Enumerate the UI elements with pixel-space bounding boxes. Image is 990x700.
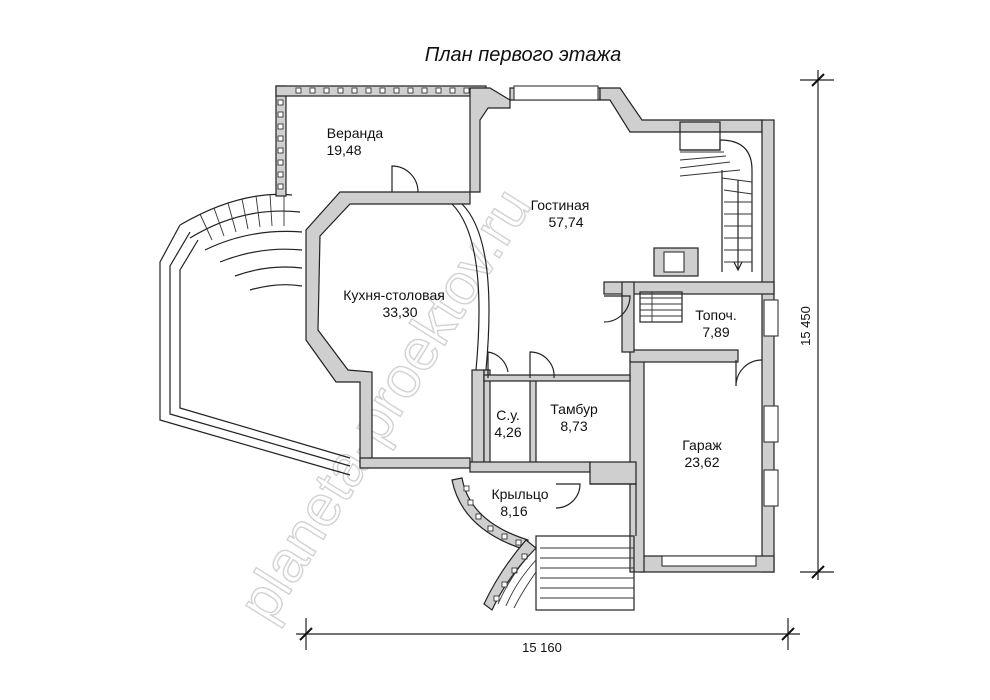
- doors: [391, 165, 763, 509]
- walls: [305, 85, 779, 573]
- dimension-height: 15 450: [798, 70, 834, 580]
- room-area-kitchen: 33,30: [382, 304, 417, 320]
- room-area-living: 57,74: [548, 214, 583, 230]
- room-area-boiler: 7,89: [702, 324, 729, 340]
- room-name-boiler: Топоч.: [695, 307, 737, 323]
- basement-stairs: [639, 291, 683, 323]
- room-name-garage: Гараж: [682, 437, 722, 453]
- room-labels: Веранда 19,48 Гостиная 57,74 Кухня-столо…: [326, 125, 736, 519]
- room-name-veranda: Веранда: [327, 125, 384, 141]
- dimension-height-label: 15 450: [798, 306, 813, 346]
- room-area-bathroom: 4,26: [494, 424, 521, 440]
- watermark: planeta-proektov.ru: [226, 177, 544, 632]
- room-area-veranda: 19,48: [326, 142, 361, 158]
- room-name-kitchen: Кухня-столовая: [343, 287, 445, 303]
- room-name-vestibule: Тамбур: [550, 401, 598, 417]
- room-area-vestibule: 8,73: [560, 418, 587, 434]
- room-name-porch: Крыльцо: [491, 486, 548, 502]
- room-name-living: Гостиная: [531, 197, 590, 213]
- veranda: [275, 85, 487, 197]
- terrace: [159, 193, 351, 476]
- plan-title: План первого этажа: [425, 44, 621, 66]
- room-area-garage: 23,62: [684, 454, 719, 470]
- staircase: [653, 121, 753, 277]
- room-area-porch: 8,16: [500, 503, 527, 519]
- dimension-width: 15 160: [296, 618, 800, 655]
- room-name-bathroom: С.у.: [496, 407, 520, 423]
- dimension-width-label: 15 160: [522, 640, 562, 655]
- porch: [451, 477, 637, 611]
